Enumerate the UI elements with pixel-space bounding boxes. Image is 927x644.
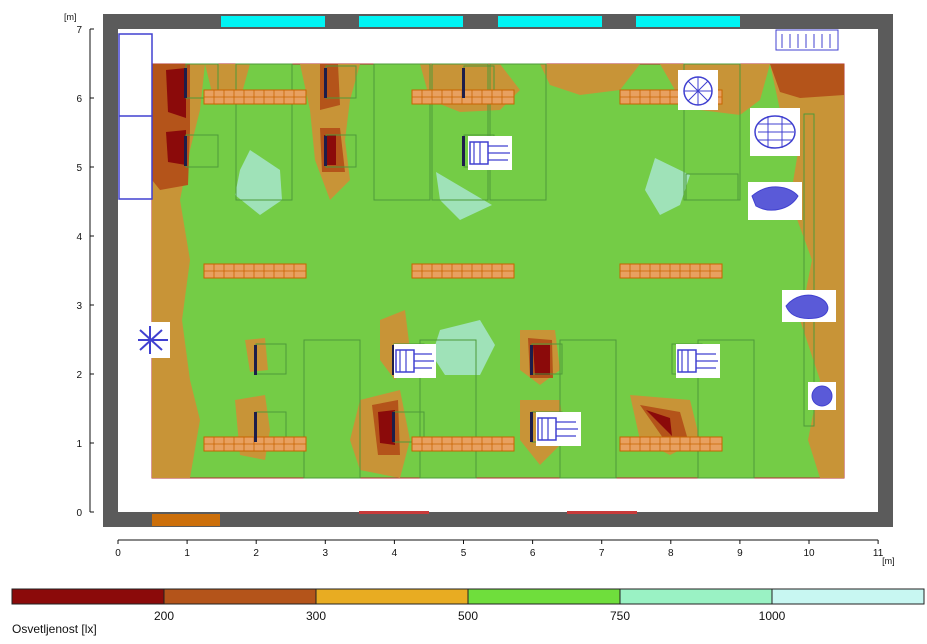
x-axis-unit: [m] [882, 556, 895, 566]
zone-750-2 [436, 172, 492, 220]
chair [536, 412, 581, 446]
legend-threshold: 1000 [758, 609, 786, 623]
zone-below200-left-1 [166, 68, 186, 118]
y-tick-label: 5 [76, 163, 82, 174]
x-tick-label: 2 [253, 548, 259, 559]
zone-300-top-3 [540, 64, 640, 95]
window-top-1 [221, 16, 325, 27]
legend-title: Osvetljenost [lx] [12, 622, 97, 636]
x-tick-label: 11 [873, 548, 884, 559]
x-tick-label: 7 [599, 548, 605, 559]
legend-color-bar [11, 588, 925, 605]
y-tick-label: 4 [76, 232, 82, 243]
monitors [184, 68, 533, 442]
x-tick-label: 4 [392, 548, 398, 559]
x-tick-label: 5 [461, 548, 467, 559]
legend-band [163, 588, 317, 605]
x-tick-label: 10 [803, 548, 815, 559]
y-axis-unit: [m] [64, 12, 77, 22]
plant [138, 326, 168, 354]
chair [468, 136, 512, 170]
opening-bottom-2 [567, 511, 637, 514]
x-tick-label: 8 [668, 548, 674, 559]
x-tick-label: 9 [737, 548, 743, 559]
y-tick-label: 6 [76, 94, 82, 105]
chair [676, 344, 720, 378]
legend-threshold: 300 [305, 609, 327, 623]
opening-bottom-1 [359, 511, 429, 514]
zone-below200-left-2 [166, 130, 186, 165]
x-tick-label: 3 [323, 548, 329, 559]
y-tick-label: 7 [76, 25, 82, 36]
legend-band [771, 588, 925, 605]
zone-200-top-1 [320, 64, 340, 110]
legend-band [467, 588, 621, 605]
zone-below200-desk-5 [646, 410, 672, 436]
window-top-3 [498, 16, 602, 27]
zone-below200-desk-3 [533, 345, 550, 375]
legend-band [11, 588, 165, 605]
zone-750-1 [235, 150, 282, 215]
zone-below200-desk-2 [378, 410, 395, 445]
y-tick-label: 2 [76, 370, 82, 381]
left-objects [118, 33, 170, 358]
legend-band [315, 588, 469, 605]
y-tick-label: 3 [76, 301, 82, 312]
y-tick-label: 1 [76, 439, 82, 450]
window-top-2 [359, 16, 463, 27]
chairs [394, 136, 720, 446]
x-tick-label: 1 [184, 548, 190, 559]
legend-band [619, 588, 773, 605]
decor-objects [678, 29, 839, 410]
zone-200-top-right [770, 64, 844, 98]
zone-750-3 [645, 158, 690, 215]
zone-300-right [770, 64, 844, 478]
y-tick-label: 0 [76, 508, 82, 519]
zone-750-4 [432, 320, 495, 375]
chair [394, 344, 436, 378]
door-bottom [152, 514, 220, 526]
legend-threshold: 500 [457, 609, 479, 623]
legend-threshold: 750 [609, 609, 631, 623]
window-top-4 [636, 16, 740, 27]
x-tick-label: 6 [530, 548, 536, 559]
x-tick-label: 0 [115, 548, 121, 559]
legend-threshold: 200 [153, 609, 175, 623]
